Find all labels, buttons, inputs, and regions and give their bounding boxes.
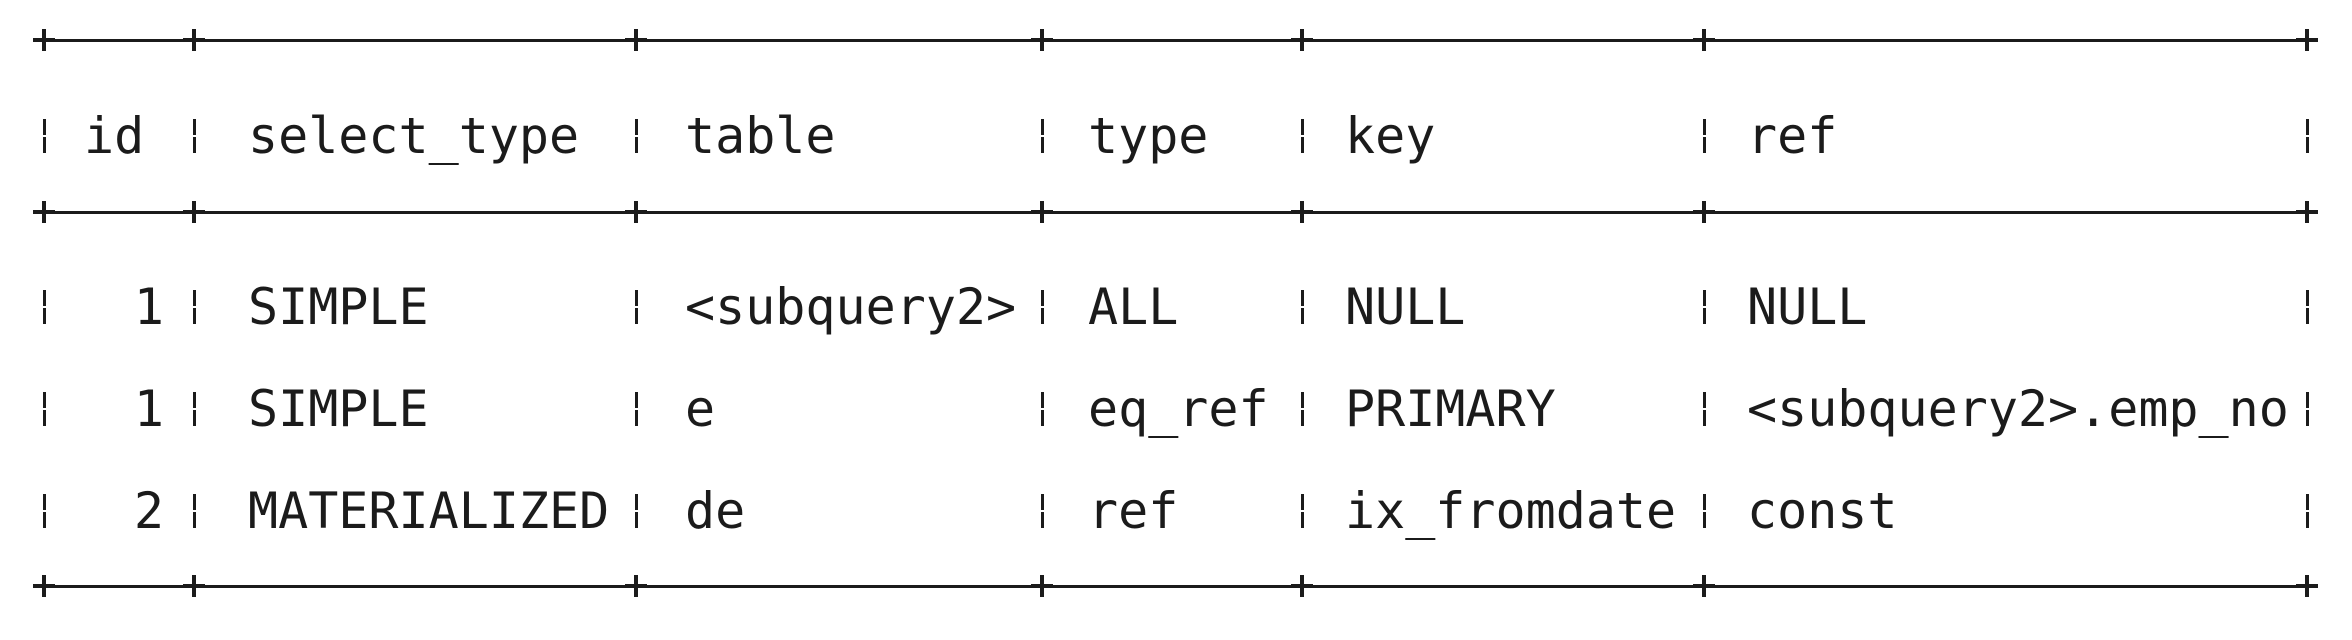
border-joint xyxy=(1693,575,1715,597)
cell-table: de xyxy=(685,482,746,540)
cell-key: PRIMARY xyxy=(1345,380,1556,438)
cell-table: <subquery2> xyxy=(685,278,1017,336)
header-separator-line xyxy=(44,211,2308,214)
column-divider xyxy=(1703,119,1706,153)
cell-ref: NULL xyxy=(1747,278,1868,336)
border-joint xyxy=(625,201,647,223)
cell-id: 1 xyxy=(133,278,164,336)
column-divider xyxy=(1041,119,1044,153)
border-joint xyxy=(2296,201,2318,223)
column-divider xyxy=(193,392,196,426)
cell-key: ix_fromdate xyxy=(1345,482,1677,540)
header-id: id xyxy=(84,107,145,165)
column-divider xyxy=(1301,392,1304,426)
column-divider xyxy=(635,119,638,153)
column-divider xyxy=(1703,392,1706,426)
cell-type: ref xyxy=(1088,482,1179,540)
header-row: id select_type table type key ref xyxy=(44,101,2308,171)
column-divider xyxy=(1301,494,1304,528)
cell-select-type: MATERIALIZED xyxy=(248,482,610,540)
header-ref: ref xyxy=(1747,107,1838,165)
column-divider xyxy=(193,494,196,528)
header-select-type: select_type xyxy=(248,107,580,165)
border-joint xyxy=(1031,575,1053,597)
column-divider xyxy=(193,119,196,153)
column-divider xyxy=(2306,290,2309,324)
border-joint xyxy=(183,575,205,597)
column-divider xyxy=(43,290,46,324)
cell-table: e xyxy=(685,380,716,438)
border-joint xyxy=(625,575,647,597)
column-divider xyxy=(2306,392,2309,426)
table-row-1: 1 SIMPLE <subquery2> ALL NULL NULL xyxy=(44,272,2308,342)
column-divider xyxy=(635,494,638,528)
cell-id: 1 xyxy=(133,380,164,438)
cell-ref: const xyxy=(1747,482,1898,540)
column-divider xyxy=(193,290,196,324)
cell-type: eq_ref xyxy=(1088,380,1269,438)
border-joint xyxy=(2296,575,2318,597)
column-divider xyxy=(2306,494,2309,528)
cell-id: 2 xyxy=(133,482,164,540)
border-joint xyxy=(1291,201,1313,223)
border-joint xyxy=(33,201,55,223)
column-divider xyxy=(2306,119,2309,153)
header-type: type xyxy=(1088,107,1209,165)
column-divider xyxy=(1703,494,1706,528)
top-border-line xyxy=(44,39,2308,42)
border-joint xyxy=(33,29,55,51)
column-divider xyxy=(43,119,46,153)
column-divider xyxy=(1703,290,1706,324)
query-plan-result-table: id select_type table type key ref 1 SIMP… xyxy=(33,22,2318,622)
border-joint xyxy=(2296,29,2318,51)
column-divider xyxy=(1301,119,1304,153)
header-table: table xyxy=(685,107,836,165)
border-joint xyxy=(183,201,205,223)
border-joint xyxy=(625,29,647,51)
header-key: key xyxy=(1345,107,1436,165)
cell-select-type: SIMPLE xyxy=(248,278,429,336)
border-joint xyxy=(33,575,55,597)
border-joint xyxy=(1693,201,1715,223)
border-joint xyxy=(1693,29,1715,51)
cell-type: ALL xyxy=(1088,278,1179,336)
table-row-3: 2 MATERIALIZED de ref ix_fromdate const xyxy=(44,476,2308,546)
cell-select-type: SIMPLE xyxy=(248,380,429,438)
cell-key: NULL xyxy=(1345,278,1466,336)
column-divider xyxy=(635,392,638,426)
border-joint xyxy=(1031,201,1053,223)
table-row-2: 1 SIMPLE e eq_ref PRIMARY <subquery2>.em… xyxy=(44,374,2308,444)
column-divider xyxy=(1041,290,1044,324)
column-divider xyxy=(635,290,638,324)
cell-ref: <subquery2>.emp_no xyxy=(1747,380,2289,438)
column-divider xyxy=(1041,494,1044,528)
bottom-border-line xyxy=(44,585,2308,588)
column-divider xyxy=(1301,290,1304,324)
border-joint xyxy=(183,29,205,51)
column-divider xyxy=(1041,392,1044,426)
column-divider xyxy=(43,494,46,528)
border-joint xyxy=(1291,29,1313,51)
column-divider xyxy=(43,392,46,426)
border-joint xyxy=(1291,575,1313,597)
border-joint xyxy=(1031,29,1053,51)
